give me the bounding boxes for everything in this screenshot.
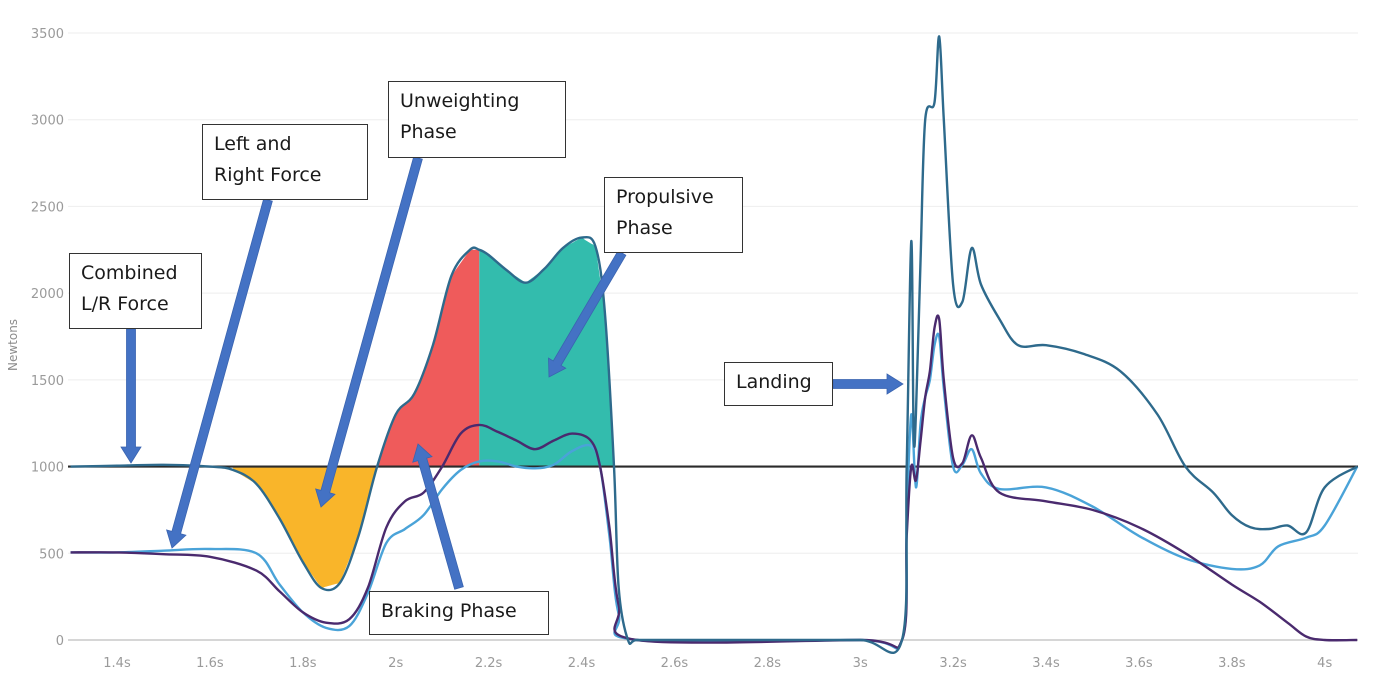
y-axis-ticks: 0 500 1000 1500 2000 2500 3000 3500	[31, 27, 64, 649]
annotation-arrows	[120, 156, 904, 590]
x-tick-label: 1.6s	[196, 656, 224, 671]
series-line	[70, 314, 1358, 649]
x-tick-label: 2.8s	[754, 656, 782, 671]
x-tick-label: 2.2s	[475, 656, 503, 671]
y-tick-label: 3500	[31, 27, 64, 42]
x-tick-label: 3.2s	[939, 656, 967, 671]
phase-area	[479, 238, 615, 467]
y-tick-label: 500	[39, 547, 64, 562]
y-tick-label: 1000	[31, 461, 64, 476]
x-tick-label: 3.8s	[1218, 656, 1246, 671]
x-tick-label: 2s	[388, 656, 403, 671]
x-tick-label: 3.4s	[1032, 656, 1060, 671]
callout-braking-phase: Braking Phase	[369, 591, 549, 635]
x-tick-label: 3s	[853, 656, 868, 671]
annotation-arrow-icon	[548, 250, 627, 378]
y-tick-label: 2500	[31, 200, 64, 215]
phase-areas	[233, 238, 615, 588]
annotation-arrow-icon	[832, 373, 904, 395]
y-tick-label: 3000	[31, 114, 64, 129]
y-tick-label: 1500	[31, 374, 64, 389]
x-tick-label: 2.6s	[661, 656, 689, 671]
force-series-lines	[70, 35, 1359, 654]
y-tick-label: 0	[56, 634, 64, 649]
annotation-arrow-icon	[120, 328, 142, 464]
callout-unweighting-phase: Unweighting Phase	[388, 81, 566, 158]
series-line	[70, 35, 1358, 654]
y-axis-title: Newtons	[6, 319, 20, 371]
x-tick-label: 1.4s	[103, 656, 131, 671]
annotation-arrow-icon	[412, 443, 464, 590]
callout-propulsive-phase: Propulsive Phase	[604, 177, 743, 253]
x-tick-label: 2.4s	[568, 656, 596, 671]
x-tick-label: 3.6s	[1125, 656, 1153, 671]
x-tick-label: 1.8s	[289, 656, 317, 671]
x-tick-label: 4s	[1317, 656, 1332, 671]
callout-combined-force: Combined L/R Force	[69, 253, 202, 329]
phase-area	[233, 466, 378, 588]
annotation-arrow-icon	[315, 156, 423, 508]
callout-left-right-force: Left and Right Force	[202, 124, 368, 200]
callout-landing: Landing	[724, 362, 833, 406]
y-tick-label: 2000	[31, 287, 64, 302]
annotation-arrow-icon	[166, 198, 273, 549]
x-axis-ticks: 1.4s 1.6s 1.8s 2s 2.2s 2.4s 2.6s 2.8s 3s 3.2s 3.4s…	[103, 656, 1332, 671]
